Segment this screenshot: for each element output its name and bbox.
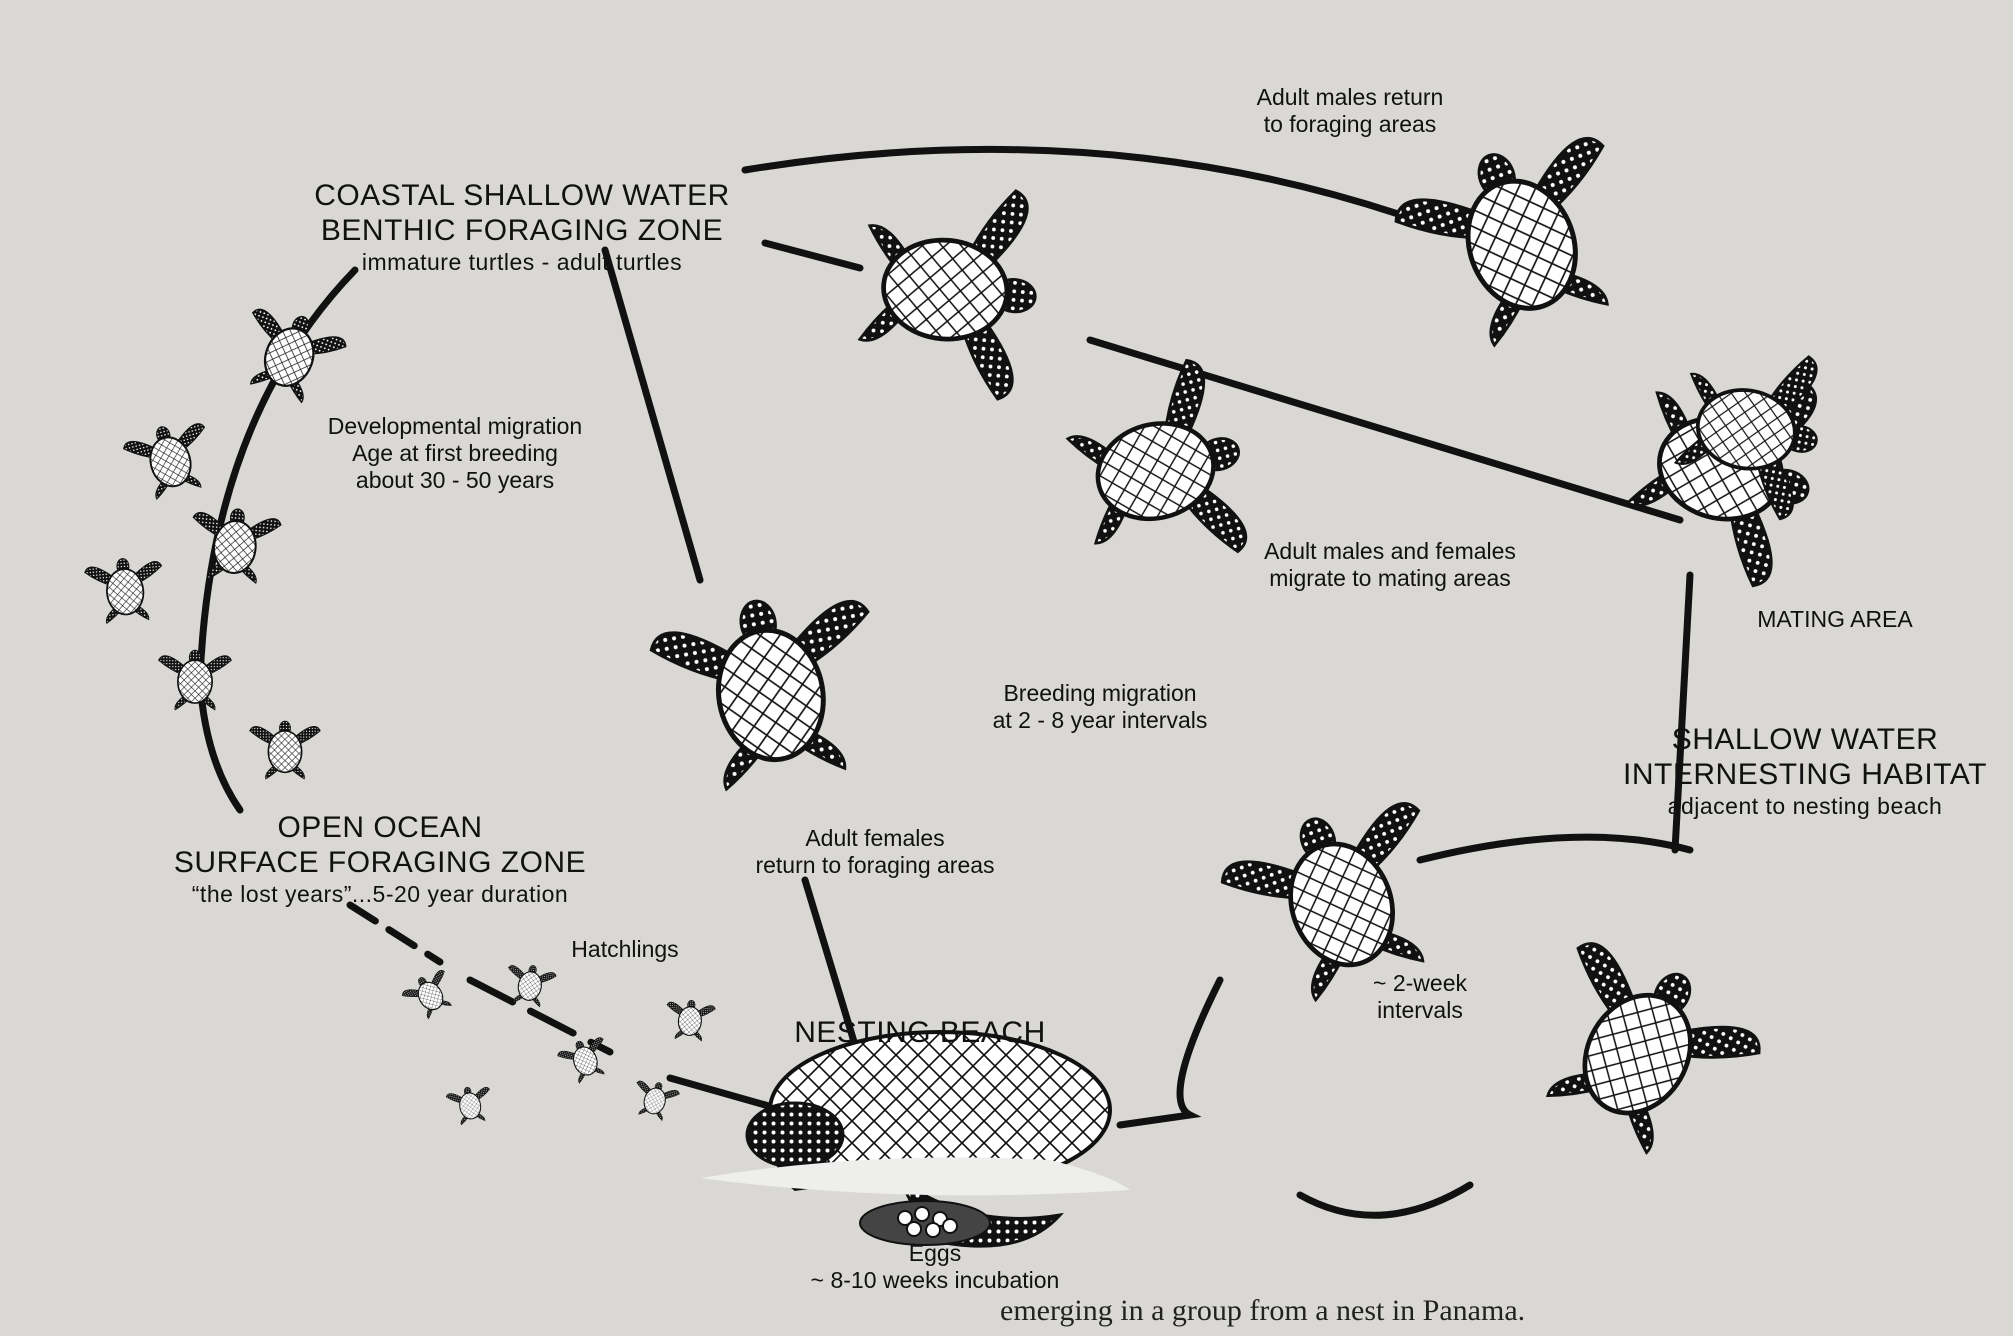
internesting-habitat-title: SHALLOW WATER INTERNESTING HABITAT adjac… — [1590, 722, 2013, 820]
hatchling-turtle — [636, 1080, 680, 1121]
adult-turtle-coastal — [857, 189, 1037, 401]
eggs-label: Eggs ~ 8-10 weeks incubation — [810, 1240, 1060, 1294]
adult-females-return-label: Adult females return to foraging areas — [755, 825, 995, 879]
sand — [700, 1157, 1130, 1196]
juvenile-turtle — [158, 649, 232, 711]
juvenile-turtle — [249, 720, 321, 780]
internesting-turtle-1 — [1220, 802, 1425, 1003]
adult-males-females-label: Adult males and females migrate to matin… — [1264, 538, 1516, 592]
adult-males-return-arc — [741, 145, 1434, 229]
juvenile-turtle — [192, 508, 282, 584]
coastal-to-breeding-line — [601, 246, 704, 584]
adult-turtle-males-return — [1394, 136, 1609, 348]
hatchling-turtle — [508, 965, 557, 1008]
hatchlings-label: Hatchlings — [571, 936, 679, 962]
mating-area-label: MATING AREA — [1757, 606, 1913, 632]
internesting-loop-right — [1296, 1181, 1474, 1219]
hatchling-line — [346, 901, 444, 966]
juvenile-turtle — [84, 558, 163, 625]
open-ocean-zone-subtitle: “the lost years”...5-20 year duration — [191, 880, 569, 907]
hatchling-turtle — [666, 999, 716, 1042]
hatchling-turtle — [557, 1037, 605, 1084]
adult-turtle-breeding — [649, 599, 870, 792]
hatchling-turtle — [402, 970, 452, 1020]
hatchling-line-2 — [466, 976, 614, 1056]
juvenile-turtle — [123, 423, 206, 500]
internesting-loop-left — [1116, 976, 1224, 1129]
coastal-zone-title: COASTAL SHALLOW WATER BENTHIC FORAGING Z… — [292, 178, 752, 276]
juvenile-turtle — [250, 308, 347, 404]
internesting-habitat-subtitle: adjacent to nesting beach — [1667, 792, 1943, 819]
two-week-intervals-label: ~ 2-week intervals — [1373, 970, 1467, 1024]
internesting-loop-upper — [1416, 833, 1694, 864]
nesting-beach-title: NESTING BEACH — [794, 1016, 1046, 1049]
developmental-migration-label: Developmental migration Age at first bre… — [327, 413, 583, 494]
adult-males-return-label: Adult males return to foraging areas — [1256, 84, 1444, 138]
hatchling-turtle — [445, 1086, 490, 1126]
figure-caption: emerging in a group from a nest in Panam… — [1000, 1294, 1526, 1327]
turtle-illustrations — [84, 136, 1818, 1155]
eggs — [859, 1200, 991, 1246]
coastal-to-mating-line — [761, 239, 864, 272]
adult-turtle-migrating — [1065, 358, 1248, 554]
mating-turtle-upper — [1673, 355, 1818, 521]
females-return-line — [801, 876, 859, 1049]
coastal-zone-subtitle: immature turtles - adult turtles — [361, 248, 683, 275]
open-ocean-zone-title: OPEN OCEAN SURFACE FORAGING ZONE “the lo… — [140, 810, 620, 908]
breeding-migration-label: Breeding migration at 2 - 8 year interva… — [992, 680, 1208, 734]
internesting-turtle-2 — [1545, 942, 1761, 1155]
mating-to-internesting-line — [1671, 571, 1694, 854]
